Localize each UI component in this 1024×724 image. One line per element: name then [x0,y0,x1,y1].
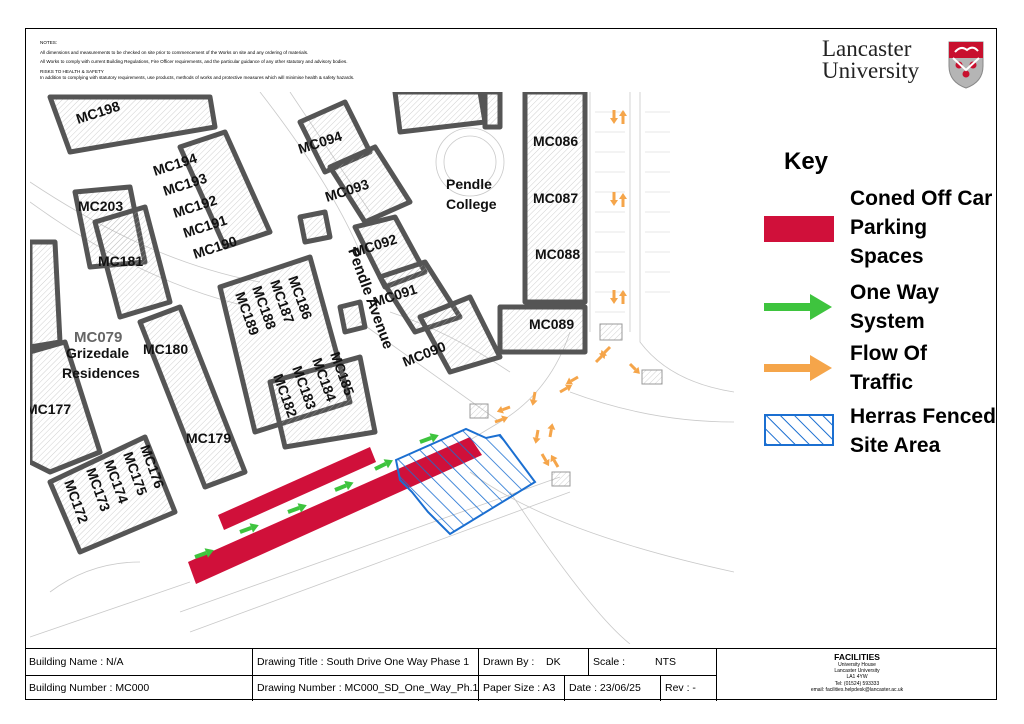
key-label-line: Flow Of [850,342,927,365]
crest-icon [948,41,984,89]
orange-arrow-icon [540,453,550,467]
orange-arrow-icon [559,384,573,394]
green-arrow-icon [194,548,214,559]
parking-bays [595,111,670,313]
notes-block: NOTES: All dimensions and measurements t… [40,40,560,84]
building-number: Building Number : MC000 [25,675,253,701]
orange-arrow-icon [628,362,640,374]
orange-arrow-icon [594,352,606,364]
coned-swatch [764,216,834,242]
title-block-divider [25,675,717,676]
facilities-line: email: facilities.helpdesk@lancaster.ac.… [810,686,904,693]
map-label: MC089 [529,316,574,332]
university-logo: Lancaster University [822,36,992,94]
orange-arrow-icon [764,355,832,381]
key-title: Key [784,148,829,175]
scale: NTS [651,649,717,675]
orange-arrow-icon [565,375,579,385]
orange-arrow-icon [619,290,627,304]
revision: Rev : - [661,675,717,701]
map-label: Grizedale [66,345,129,361]
orange-arrow-icon [610,192,618,206]
map-label: Pendle [446,176,492,192]
orange-arrow-icon [610,110,618,124]
map-label: MC086 [533,133,578,149]
green-arrow-icon [334,480,354,492]
green-arrow-icon [419,433,439,444]
orange-arrow-icon [494,415,509,424]
facilities-title: FACILITIES [834,652,880,662]
key-label-line: Coned Off Car [850,187,993,210]
facilities-line: LA1 4YW [846,674,868,681]
notes-line: RISKS TO HEALTH & SAFETY [40,68,104,74]
map-label: MC088 [535,246,580,262]
notes-heading: NOTES: [40,40,58,45]
map-label: MC087 [533,190,578,206]
key-label: Coned Off Car Parking Spaces [850,184,992,271]
logo-text: Lancaster University [822,36,920,83]
key-label-line: Traffic [850,371,914,394]
herras-swatch [764,414,834,446]
buildings [30,92,588,555]
map-label: MC179 [186,430,231,446]
key-label: Herras Fenced Site Area [850,402,996,460]
orange-arrow-icon [547,423,556,438]
paper-size: Paper Size : A3 [479,675,565,701]
key-label: Flow Of Traffic [850,339,927,397]
pedestrian-crossings [469,323,663,487]
map-label: MC079 [74,329,122,346]
coned-parking-strip-upper [218,447,376,530]
orange-arrow-icon [529,391,538,406]
title-block: Building Name : N/A Drawing Title : Sout… [25,648,997,701]
orange-arrow-icon [532,429,541,444]
drawing-number: Drawing Number : MC000_SD_One_Way_Ph.1 [253,675,479,701]
key-label-line: Parking [850,216,928,239]
facilities-line: Tel: (01524) 593333 [834,680,880,687]
map-label: MC177 [30,401,71,417]
drawing-title: Drawing Title : South Drive One Way Phas… [253,649,479,675]
key-label-line: System [850,310,925,333]
map-label: MC180 [143,341,188,357]
drawing-sheet-border [25,28,997,700]
key-label-line: Herras Fenced [850,405,996,428]
facilities-line: Lancaster University [834,668,880,675]
orange-arrow-icon [610,290,618,304]
key-label: One Way System [850,278,939,336]
key-label-line: Spaces [850,245,924,268]
green-arrow-icon [374,459,393,471]
road-linework [30,92,734,644]
site-map: MC198 MC194 MC193 MC192 MC191 MC190 MC20… [30,92,734,644]
green-arrow-icon [764,294,832,320]
map-label: MC181 [98,253,143,269]
drawn-by: DK [542,649,589,675]
notes-line: All Works to comply with current Buildin… [40,59,348,64]
notes-line: All dimensions and measurements to be ch… [40,49,309,55]
map-label: MC190 [191,233,239,262]
map-label: Residences [62,365,140,381]
logo-line-2: University [822,58,920,83]
map-label: College [446,196,497,212]
key-label-line: One Way [850,281,940,304]
scale-label: Scale : [593,656,626,668]
facilities-line: University House [838,662,876,668]
site-map-drawing: MC198 MC194 MC193 MC192 MC191 MC190 MC20… [30,92,734,644]
orange-arrow-icon [619,193,627,207]
herras-fenced-area [394,427,537,536]
logo-line-1: Lancaster [822,36,912,61]
green-arrow-icon [239,523,259,534]
orange-arrow-icon [550,454,560,468]
key-label-line: Site Area [850,434,941,457]
orange-arrow-icon [619,110,627,124]
map-label: MC090 [400,338,448,370]
green-arrow-icon [287,503,307,514]
orange-arrow-icon [496,405,511,414]
notes-line: In addition to complying with statutory … [40,74,355,80]
facilities-block: FACILITIES University House Lancaster Un… [717,649,997,701]
building-name: Building Name : N/A [25,649,253,675]
one-way-arrows [194,433,439,559]
drawn-by-label: Drawn By : [483,656,535,668]
date: Date : 23/06/25 [565,675,661,701]
map-label: MC203 [78,198,123,214]
traffic-flow-arrows [494,110,640,468]
